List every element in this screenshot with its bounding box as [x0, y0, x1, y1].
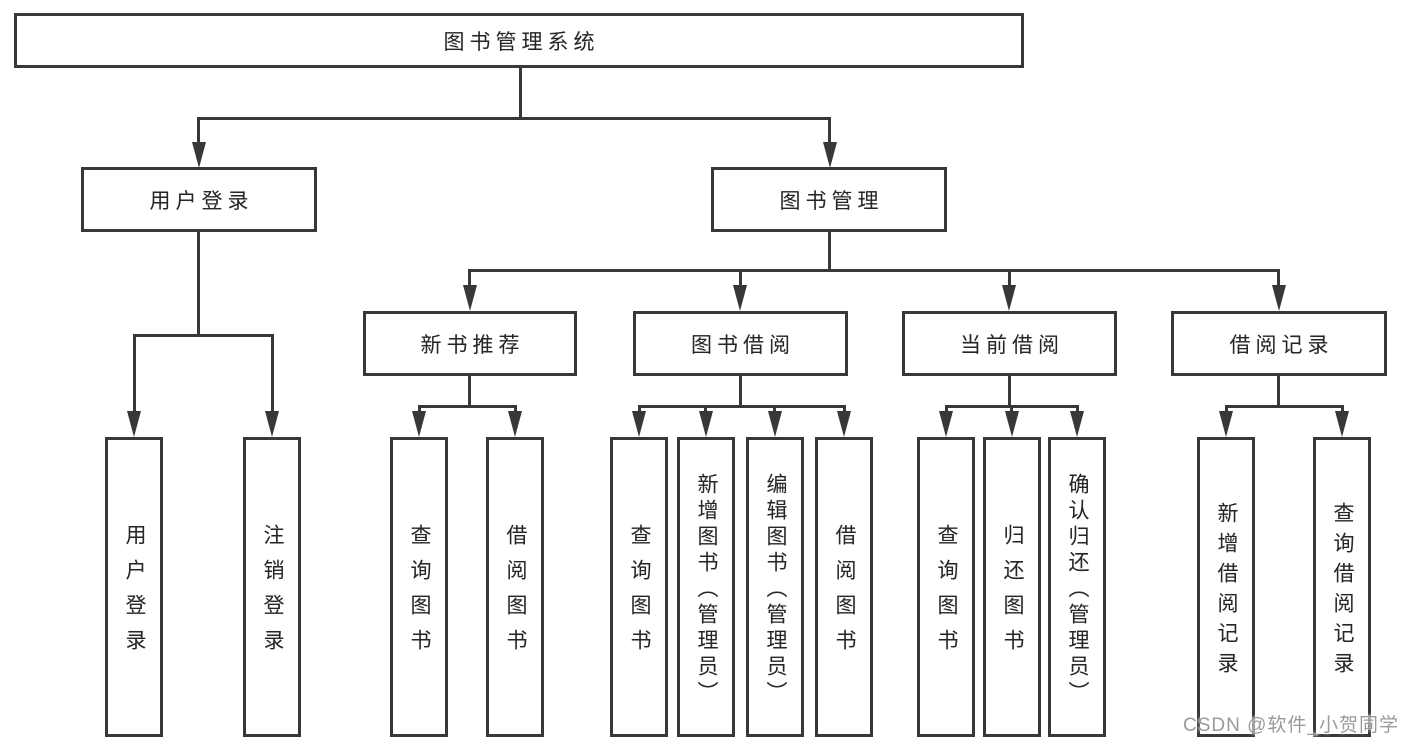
connector-line	[828, 232, 831, 271]
leaf-user-login: 用户登录	[105, 437, 163, 737]
node-current-borrowing: 当前借阅	[902, 311, 1117, 376]
arrow-down-icon	[1335, 411, 1349, 437]
connector-line	[1225, 405, 1228, 415]
leaf-label: 新增借阅记录	[1215, 501, 1238, 682]
node-label: 图书管理	[779, 189, 884, 213]
arrow-down-icon	[837, 411, 851, 437]
connector-line	[843, 405, 846, 415]
connector-line	[418, 405, 421, 415]
leaf-label: 编辑图书（管理员）	[764, 472, 787, 707]
node-label: 图书借阅	[691, 333, 795, 357]
arrow-down-icon	[733, 285, 747, 311]
leaf-label: 确认归还（管理员）	[1066, 472, 1089, 707]
leaf-label: 查询图书	[408, 524, 431, 664]
node-library-management-system: 图书管理系统	[14, 13, 1024, 68]
connector-line	[1008, 269, 1011, 289]
connector-line	[133, 334, 136, 415]
leaf-borrow-books-recommend: 借阅图书	[486, 437, 544, 737]
node-label: 新书推荐	[420, 333, 525, 357]
leaf-label: 新增图书（管理员）	[695, 472, 718, 707]
leaf-edit-book-admin: 编辑图书（管理员）	[746, 437, 804, 737]
arrow-down-icon	[1002, 285, 1016, 311]
leaf-label: 查询图书	[935, 524, 958, 664]
connector-line	[133, 334, 274, 337]
arrow-down-icon	[265, 411, 279, 437]
leaf-label: 归还图书	[1001, 524, 1024, 664]
arrow-down-icon	[1219, 411, 1233, 437]
node-borrowing-records: 借阅记录	[1171, 311, 1387, 376]
node-label: 借阅记录	[1229, 333, 1334, 357]
node-user-login: 用户登录	[81, 167, 317, 232]
node-label: 当前借阅	[960, 333, 1064, 357]
node-book-borrowing: 图书借阅	[633, 311, 848, 376]
leaf-query-books-recommend: 查询图书	[390, 437, 448, 737]
leaf-return-books: 归还图书	[983, 437, 1041, 737]
connector-line	[1076, 405, 1079, 415]
arrow-down-icon	[1005, 411, 1019, 437]
arrow-down-icon	[192, 142, 206, 168]
connector-line	[1277, 376, 1280, 407]
connector-line	[739, 269, 742, 289]
connector-line	[514, 405, 517, 415]
arrow-down-icon	[699, 411, 713, 437]
connector-line	[773, 405, 776, 415]
leaf-label: 借阅图书	[504, 524, 527, 664]
connector-line	[739, 376, 742, 407]
connector-line	[1341, 405, 1344, 415]
connector-line	[828, 117, 831, 147]
leaf-borrow-books: 借阅图书	[815, 437, 873, 737]
connector-line	[1277, 269, 1280, 289]
node-label: 图书管理系统	[443, 30, 600, 54]
leaf-query-borrow-record: 查询借阅记录	[1313, 437, 1371, 737]
arrow-down-icon	[463, 285, 477, 311]
leaf-logout: 注销登录	[243, 437, 301, 737]
connector-line	[704, 405, 707, 415]
connector-line	[945, 405, 948, 415]
leaf-label: 查询借阅记录	[1331, 501, 1354, 682]
node-label: 用户登录	[149, 189, 254, 213]
arrow-down-icon	[939, 411, 953, 437]
arrow-down-icon	[768, 411, 782, 437]
arrow-down-icon	[508, 411, 522, 437]
connector-line	[197, 117, 831, 120]
leaf-label: 用户登录	[123, 524, 146, 664]
node-book-management: 图书管理	[711, 167, 947, 232]
leaf-label: 注销登录	[261, 524, 284, 664]
connector-line	[468, 376, 471, 407]
leaf-label: 借阅图书	[833, 524, 856, 664]
leaf-add-book-admin: 新增图书（管理员）	[677, 437, 735, 737]
connector-line	[271, 334, 274, 415]
arrow-down-icon	[823, 142, 837, 168]
connector-line	[418, 405, 517, 408]
leaf-query-books-current: 查询图书	[917, 437, 975, 737]
arrow-down-icon	[127, 411, 141, 437]
arrow-down-icon	[632, 411, 646, 437]
connector-line	[1225, 405, 1344, 408]
connector-line	[638, 405, 641, 415]
leaf-confirm-return-admin: 确认归还（管理员）	[1048, 437, 1106, 737]
csdn-watermark: CSDN @软件_小贺同学	[1183, 715, 1399, 736]
connector-line	[469, 269, 1280, 272]
leaf-query-books-borrow: 查询图书	[610, 437, 668, 737]
connector-line	[1008, 376, 1011, 407]
connector-line	[638, 405, 846, 408]
arrow-down-icon	[1070, 411, 1084, 437]
connector-line	[197, 232, 200, 336]
connector-line	[468, 269, 471, 289]
connector-line	[197, 117, 200, 147]
leaf-label: 查询图书	[628, 524, 651, 664]
connector-line	[519, 68, 522, 120]
node-new-book-recommendation: 新书推荐	[363, 311, 577, 376]
arrow-down-icon	[1272, 285, 1286, 311]
connector-line	[1010, 405, 1013, 415]
leaf-add-borrow-record: 新增借阅记录	[1197, 437, 1255, 737]
arrow-down-icon	[412, 411, 426, 437]
